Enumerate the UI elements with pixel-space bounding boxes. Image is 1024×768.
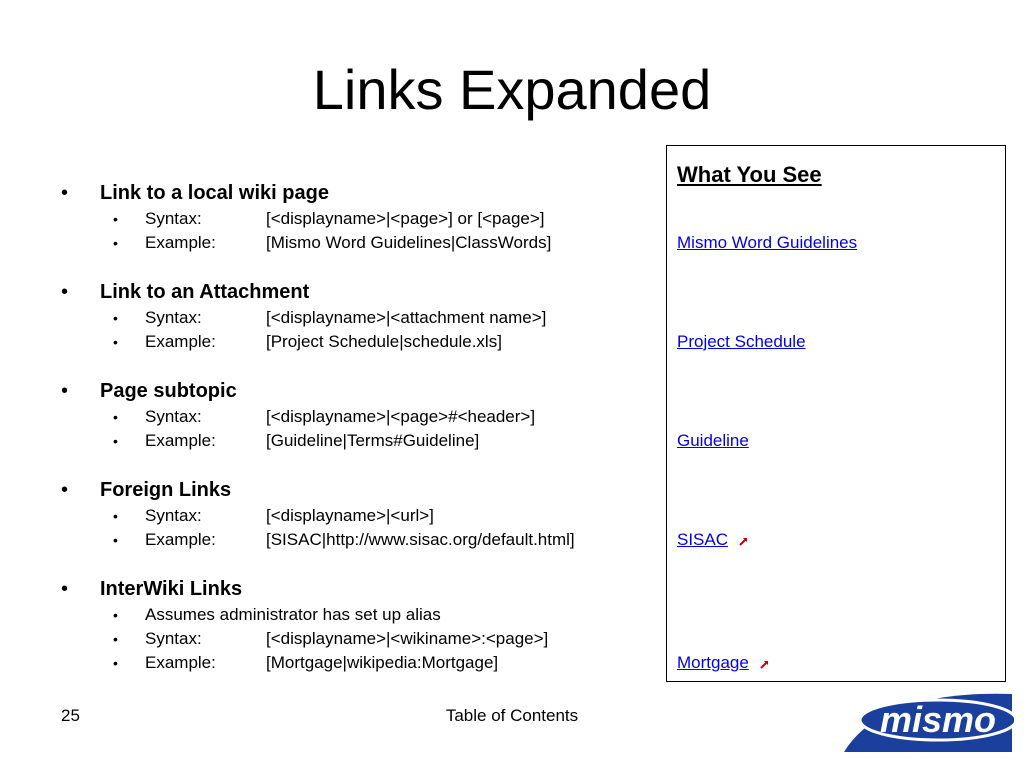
heading-text: InterWiki Links <box>100 578 243 600</box>
slide-title: Links Expanded <box>312 58 712 121</box>
bullet: • <box>113 631 118 647</box>
bullet: • <box>61 182 69 204</box>
mismo-logo: mismo <box>844 693 1014 752</box>
item-key: Syntax: <box>145 506 202 525</box>
table-of-contents-link[interactable]: Table of Contents <box>445 706 579 725</box>
bullet: • <box>113 655 118 671</box>
item-value: [Project Schedule|schedule.xls] <box>266 332 502 351</box>
external-link-icon <box>739 537 747 546</box>
bullet: • <box>113 607 118 623</box>
item-key: Example: <box>145 530 216 549</box>
page-number: 25 <box>61 706 80 725</box>
link-sisac[interactable]: SISAC <box>677 529 749 551</box>
external-link-icon <box>759 660 768 669</box>
bullet: • <box>113 433 118 449</box>
item-value: [SISAC|http://www.sisac.org/default.html… <box>266 530 575 549</box>
link-project-schedule[interactable]: Project Schedule <box>677 331 806 353</box>
item-key: Example: <box>145 332 216 351</box>
bullet: • <box>113 532 118 548</box>
item-value: [<displayname>|<page>] or [<page>] <box>266 209 545 228</box>
link-text[interactable]: SISAC <box>677 530 729 549</box>
item-value: [Mismo Word Guidelines|ClassWords] <box>266 233 552 252</box>
bullet: • <box>113 409 118 425</box>
item-value: [<displayname>|<url>] <box>266 506 434 525</box>
bullet: • <box>61 479 69 501</box>
item-key: Syntax: <box>145 629 202 648</box>
item-key: Example: <box>145 431 216 450</box>
link-text[interactable]: Mortgage <box>677 653 749 672</box>
item-value: [<displayname>|<attachment name>] <box>266 308 547 327</box>
item-value: [Guideline|Terms#Guideline] <box>266 431 480 450</box>
bullet: • <box>61 578 69 600</box>
bullet: • <box>113 211 118 227</box>
bullet: • <box>113 310 118 326</box>
link-guideline[interactable]: Guideline <box>677 430 749 452</box>
heading-text: Foreign Links <box>100 479 232 501</box>
bullet: • <box>61 380 69 402</box>
bullet: • <box>113 235 118 251</box>
link-mortgage[interactable]: Mortgage <box>677 652 770 674</box>
bullet: • <box>113 334 118 350</box>
item-value: [<displayname>|<wikiname>:<page>] <box>266 629 549 648</box>
heading-text: Page subtopic <box>100 380 237 402</box>
item-key: Example: <box>145 653 216 672</box>
link-text[interactable]: Mismo Word Guidelines <box>677 233 858 252</box>
link-mismo-word-guidelines[interactable]: Mismo Word Guidelines <box>677 232 857 254</box>
item-key: Syntax: <box>145 308 202 327</box>
content-list: • Link to a local wiki page • Syntax: [<… <box>61 182 575 672</box>
item-value: [<displayname>|<page>#<header>] <box>266 407 536 426</box>
item-key: Assumes administrator has set up alias <box>145 605 441 624</box>
panel-heading: What You See <box>677 162 822 187</box>
what-you-see-panel: What You See Mismo Word Guidelines Proje… <box>666 145 1006 682</box>
link-text[interactable]: Project Schedule <box>677 332 806 351</box>
bullet: • <box>113 508 118 524</box>
logo-text: mismo <box>880 699 996 740</box>
item-key: Example: <box>145 233 216 252</box>
link-text[interactable]: Guideline <box>677 431 749 450</box>
bullet: • <box>61 281 69 303</box>
item-key: Syntax: <box>145 407 202 426</box>
heading-text: Link to an Attachment <box>100 281 310 303</box>
heading-text: Link to a local wiki page <box>100 182 329 204</box>
item-key: Syntax: <box>145 209 202 228</box>
item-value: [Mortgage|wikipedia:Mortgage] <box>266 653 499 672</box>
